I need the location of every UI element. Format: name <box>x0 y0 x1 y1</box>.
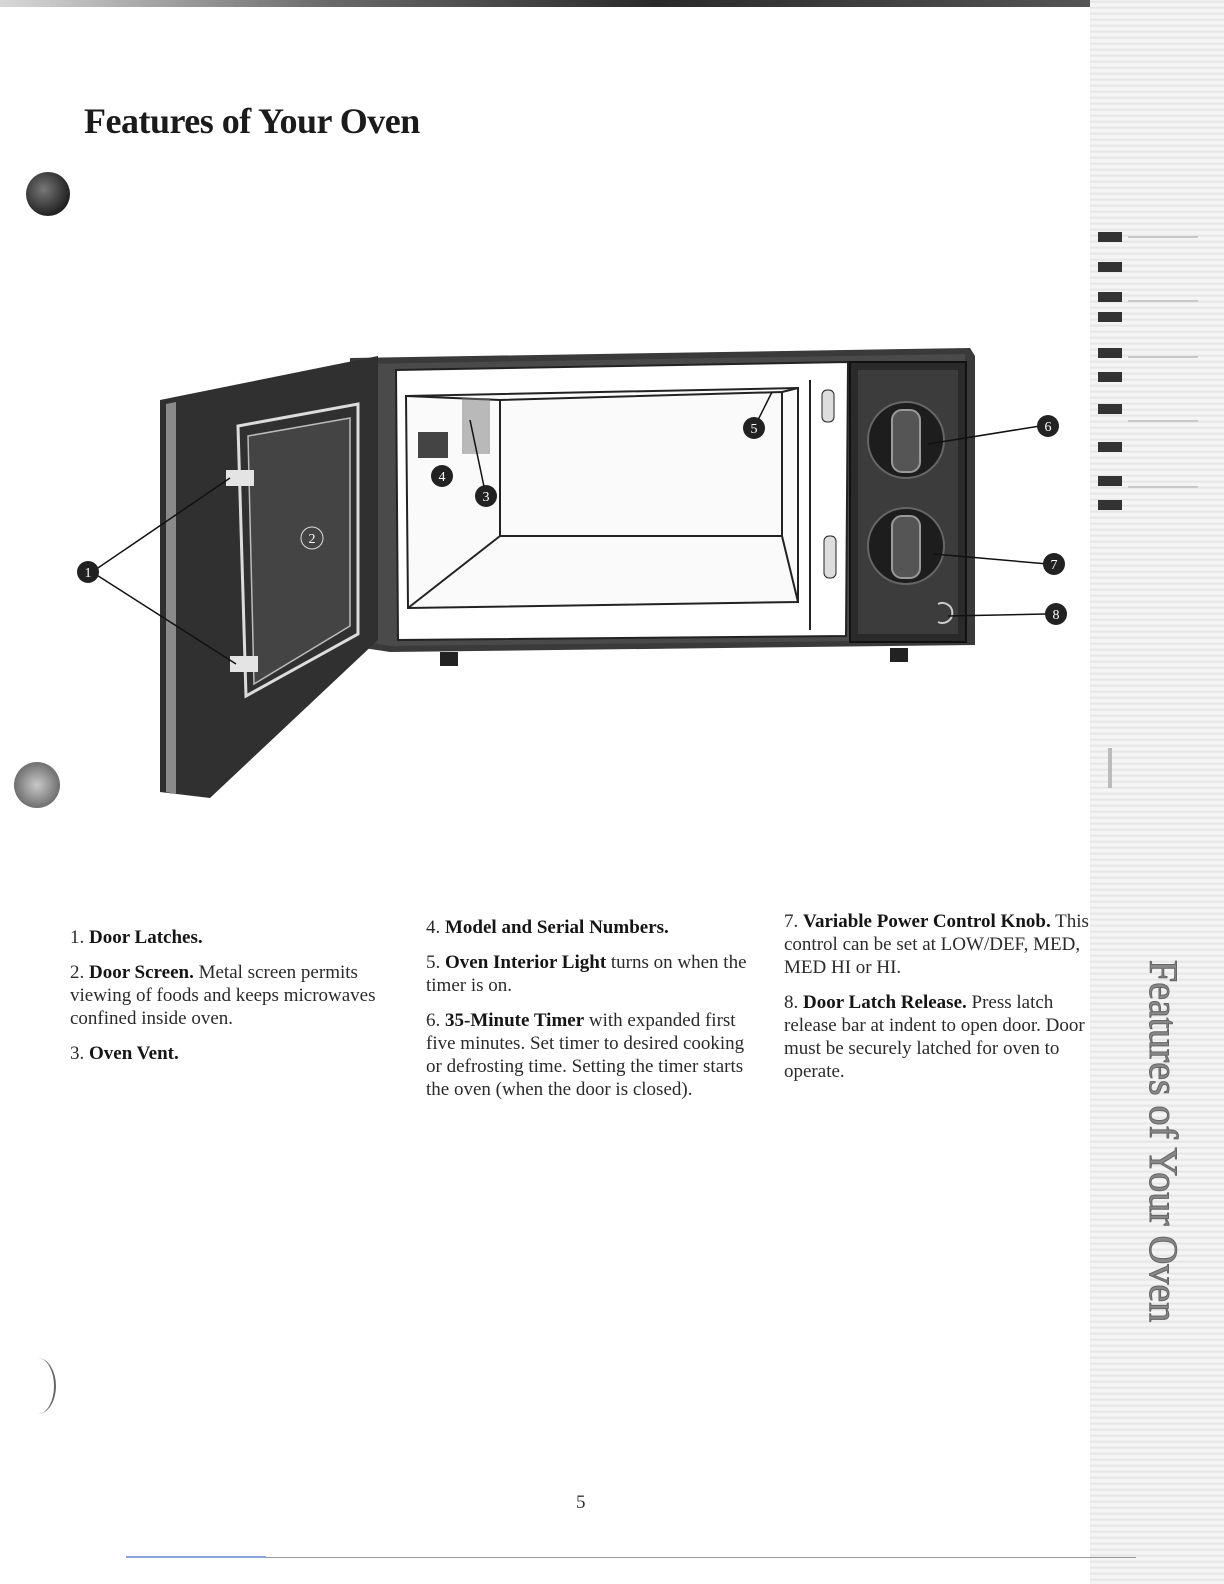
side-tab-title: Features of Your Oven <box>1141 959 1187 1323</box>
strip-line <box>1128 486 1198 488</box>
feature-heading: 35-Minute Timer <box>445 1010 585 1031</box>
page-title: Features of Your Oven <box>84 101 420 141</box>
feature-number: 1. <box>70 927 85 948</box>
feature-number: 4. <box>426 917 441 938</box>
callout-6: 6 <box>1037 415 1059 437</box>
strip-mark <box>1098 232 1122 242</box>
strip-mark <box>1098 292 1122 302</box>
callout-5: 5 <box>743 417 765 439</box>
feature-text: This control can be set at LOW/DEF, MED,… <box>784 911 1089 978</box>
feature-item: 7. Variable Power Control Knob. This con… <box>784 910 1089 979</box>
feature-item: 2. Door Screen. Metal screen permits vie… <box>70 961 390 1030</box>
strip-mark <box>1098 500 1122 510</box>
features-column-3: 7. Variable Power Control Knob. This con… <box>784 910 1089 1095</box>
strip-line <box>1128 420 1198 422</box>
strip-mark <box>1098 372 1122 382</box>
oven-cabinet <box>350 348 975 666</box>
callout-label: 4 <box>439 470 446 485</box>
feature-number: 7. <box>784 911 799 932</box>
strip-mark <box>1098 404 1122 414</box>
callout-label: 3 <box>483 490 490 505</box>
strip-mark <box>1098 476 1122 486</box>
callout-label: 5 <box>751 422 758 437</box>
feature-number: 3. <box>70 1043 85 1064</box>
feature-heading: Door Latch Release. <box>803 992 967 1013</box>
feature-text: turns on when the timer is on. <box>426 952 747 996</box>
feature-heading: Door Latches. <box>89 927 203 948</box>
feature-heading: Door Screen. <box>89 962 194 983</box>
callout-label: 6 <box>1045 420 1052 435</box>
tab-divider <box>1108 748 1112 788</box>
feature-item: 5. Oven Interior Light turns on when the… <box>426 951 756 997</box>
feature-item: 4. Model and Serial Numbers. <box>426 916 756 939</box>
strip-line <box>1128 300 1198 302</box>
oven-diagram: 1 2 3 4 5 6 7 8 <box>77 348 1067 798</box>
leader-lines <box>91 391 1049 665</box>
feature-item: 8. Door Latch Release. Press latch relea… <box>784 991 1089 1083</box>
features-column-2: 4. Model and Serial Numbers. 5. Oven Int… <box>426 916 756 1113</box>
strip-mark <box>1098 312 1122 322</box>
control-panel <box>849 361 967 643</box>
feature-text: Press latch release bar at indent to ope… <box>784 992 1085 1082</box>
callout-2: 2 <box>300 526 324 550</box>
scan-bottom-mark <box>126 1556 266 1558</box>
callout-label: 1 <box>85 566 92 581</box>
features-column-1: 1. Door Latches. 2. Door Screen. Metal s… <box>70 926 390 1077</box>
feature-text: with expanded first five minutes. Set ti… <box>426 1010 745 1100</box>
feature-number: 5. <box>426 952 441 973</box>
oven-door <box>160 356 378 798</box>
binder-hole <box>14 762 60 808</box>
callout-3: 3 <box>475 485 497 507</box>
page-number: 5 <box>576 1492 586 1513</box>
feature-item: 3. Oven Vent. <box>70 1042 390 1065</box>
callout-8: 8 <box>1045 603 1067 625</box>
callout-label: 8 <box>1053 608 1060 623</box>
binder-hole <box>20 1358 56 1414</box>
feature-heading: Oven Interior Light <box>445 952 607 973</box>
callout-4: 4 <box>431 465 453 487</box>
callout-7: 7 <box>1043 553 1065 575</box>
scan-top-edge <box>0 0 1090 7</box>
feature-item: 6. 35-Minute Timer with expanded first f… <box>426 1009 756 1101</box>
feature-text: Metal screen permits viewing of foods an… <box>70 962 376 1029</box>
scan-bottom-edge <box>126 1557 1136 1558</box>
callout-label: 2 <box>309 532 316 547</box>
feature-number: 8. <box>784 992 799 1013</box>
strip-mark <box>1098 442 1122 452</box>
feature-number: 2. <box>70 962 85 983</box>
strip-mark <box>1098 262 1122 272</box>
feature-heading: Oven Vent. <box>89 1043 179 1064</box>
callout-label: 7 <box>1051 558 1058 573</box>
binder-hole <box>26 172 70 216</box>
strip-mark <box>1098 348 1122 358</box>
feature-heading: Variable Power Control Knob. <box>803 911 1051 932</box>
feature-item: 1. Door Latches. <box>70 926 390 949</box>
feature-number: 6. <box>426 1010 441 1031</box>
feature-heading: Model and Serial Numbers. <box>445 917 669 938</box>
strip-line <box>1128 356 1198 358</box>
strip-line <box>1128 236 1198 238</box>
callout-1: 1 <box>77 561 99 583</box>
